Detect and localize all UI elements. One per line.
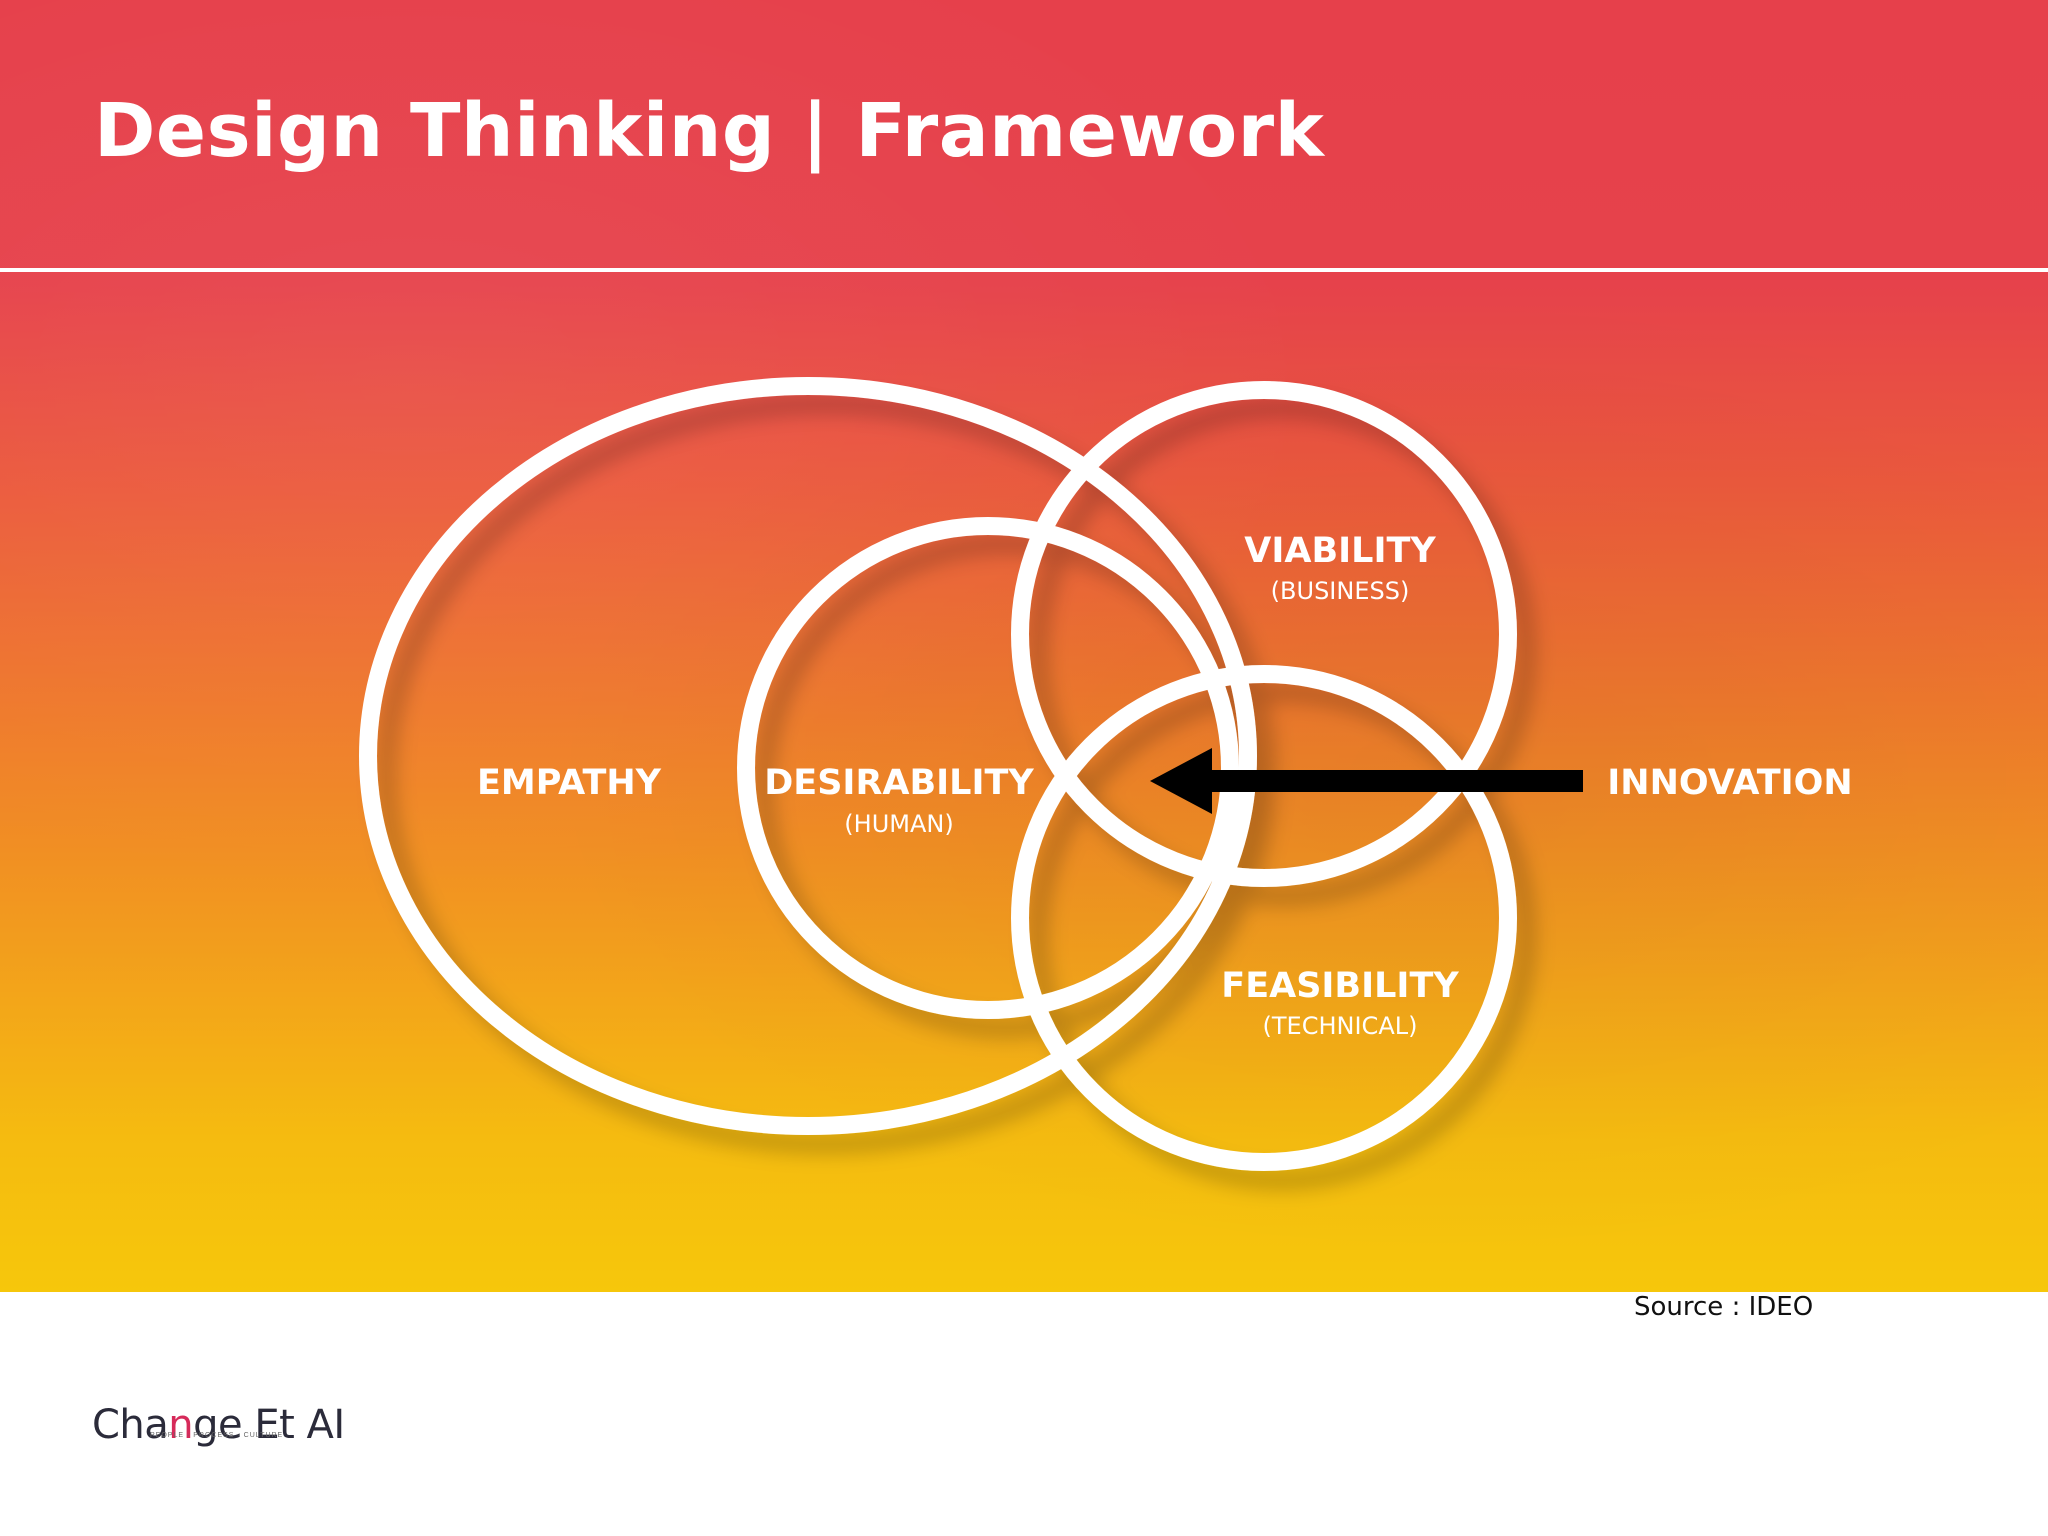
source-note: Source : IDEO bbox=[1634, 1292, 1814, 1322]
title-divider bbox=[0, 268, 2048, 272]
logo-tagline: PEOPLE · PROCESS · CULTURE bbox=[150, 1432, 284, 1439]
empathy-label: EMPATHY bbox=[477, 763, 662, 803]
feasibility-sublabel: (TECHNICAL) bbox=[1263, 1012, 1418, 1040]
desirability-sublabel: (HUMAN) bbox=[844, 810, 953, 838]
desirability-circle bbox=[737, 517, 1239, 1019]
page-title: Design Thinking | Framework bbox=[94, 88, 1325, 174]
innovation-arrow bbox=[1150, 748, 1583, 814]
feasibility-circle bbox=[1011, 665, 1517, 1171]
viability-label: VIABILITY bbox=[1244, 531, 1436, 571]
innovation-label: INNOVATION bbox=[1607, 763, 1852, 803]
viability-circle bbox=[1011, 381, 1517, 887]
feasibility-label: FEASIBILITY bbox=[1221, 966, 1459, 1006]
venn-diagram: EMPATHY DESIRABILITY (HUMAN) VIABILITY (… bbox=[359, 377, 1852, 1171]
logo-text: Change Et AI bbox=[92, 1402, 345, 1448]
company-logo: Change Et AI bbox=[92, 1388, 345, 1448]
desirability-label: DESIRABILITY bbox=[764, 763, 1034, 803]
empathy-circle bbox=[359, 377, 1257, 1135]
viability-sublabel: (BUSINESS) bbox=[1271, 577, 1410, 605]
